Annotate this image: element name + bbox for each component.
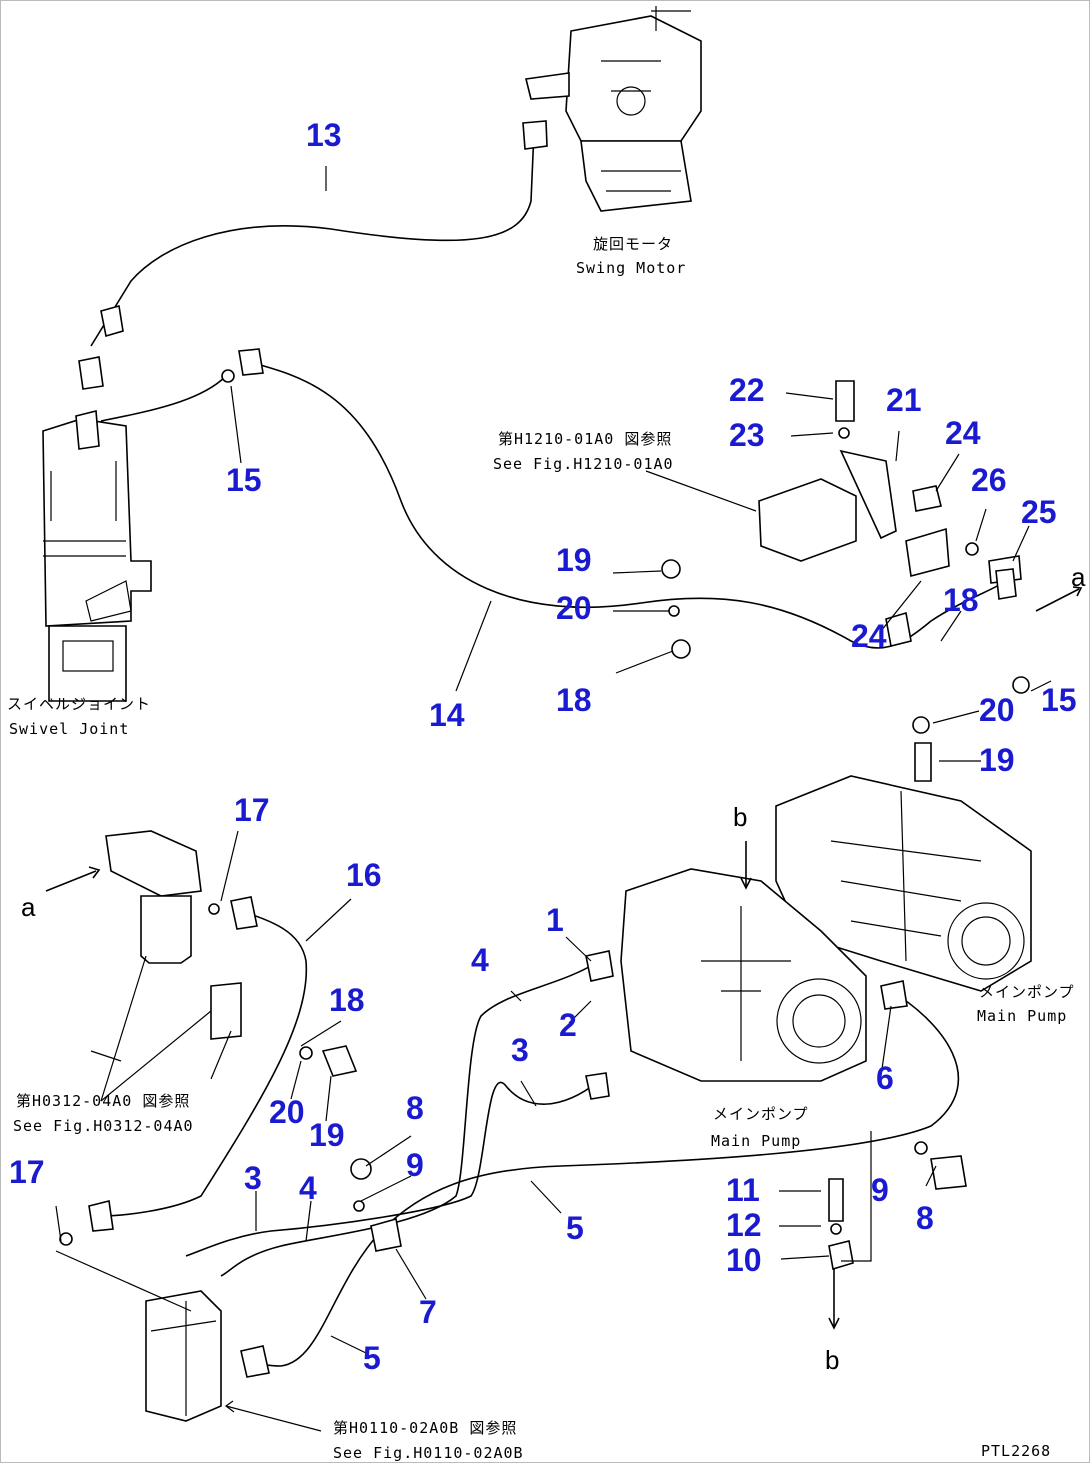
callout-4: 4	[471, 942, 489, 978]
main-pump-center-label-jp: メインポンプ	[713, 1105, 809, 1123]
main-pump-center-drawing	[620, 868, 867, 1082]
callout-12: 12	[726, 1207, 762, 1243]
letter-b-bottom: b	[825, 1345, 839, 1375]
callout-9: 9	[406, 1147, 424, 1183]
callout-5b: 5	[363, 1340, 381, 1376]
callout-22: 22	[729, 372, 765, 408]
hoses	[78, 120, 1017, 1378]
ref-h0312-jp: 第H0312-04A0 図参照	[16, 1092, 190, 1110]
swing-motor-drawing	[525, 6, 702, 212]
letter-a-left: a	[21, 892, 36, 922]
reference-labels: 第H1210-01A0 図参照 See Fig.H1210-01A0 第H031…	[13, 430, 674, 1462]
callout-13: 13	[306, 117, 342, 153]
callout-5: 5	[566, 1210, 584, 1246]
swivel-joint-label-jp: スイベルジョイント	[7, 695, 151, 713]
callout-26: 26	[971, 462, 1007, 498]
letter-a-right: a	[1071, 562, 1086, 592]
callout-19c: 19	[309, 1117, 345, 1153]
callout-10: 10	[726, 1242, 762, 1278]
callout-3: 3	[511, 1032, 529, 1068]
callout-18c: 18	[329, 982, 365, 1018]
swing-motor-label-en: Swing Motor	[576, 259, 686, 277]
callout-15b: 15	[1041, 682, 1077, 718]
callout-15: 15	[226, 462, 262, 498]
callout-6: 6	[876, 1060, 894, 1096]
callout-18b: 18	[943, 582, 979, 618]
swivel-joint-label-en: Swivel Joint	[9, 720, 129, 738]
main-pump-right-label-jp: メインポンプ	[979, 983, 1075, 1001]
callout-8b: 8	[916, 1200, 934, 1236]
callout-23: 23	[729, 417, 765, 453]
main-pump-right-label-en: Main Pump	[977, 1007, 1067, 1025]
callout-numbers: 13 15 14 19 20 18 22 23 21 24 26 25 18 2…	[9, 117, 1077, 1376]
callout-11: 11	[726, 1172, 760, 1208]
callout-25: 25	[1021, 494, 1057, 530]
callout-14: 14	[429, 697, 465, 733]
callout-9b: 9	[871, 1172, 889, 1208]
drawing-code: PTL2268	[981, 1442, 1051, 1460]
ref-h0110-en: See Fig.H0110-02A0B	[333, 1444, 524, 1462]
callout-18: 18	[556, 682, 592, 718]
callout-4b: 4	[299, 1170, 317, 1206]
valve-block-drawing	[145, 1290, 222, 1422]
callout-8: 8	[406, 1090, 424, 1126]
callout-20: 20	[556, 590, 592, 626]
letter-b-top: b	[733, 802, 747, 832]
arrow-letters: a a b b	[21, 562, 1086, 1375]
ref-h0312-en: See Fig.H0312-04A0	[13, 1117, 194, 1135]
callout-20c: 20	[269, 1094, 305, 1130]
callout-17b: 17	[9, 1154, 45, 1190]
callout-2: 2	[559, 1007, 577, 1043]
callout-7: 7	[419, 1294, 437, 1330]
callout-21: 21	[886, 382, 922, 418]
component-labels: 旋回モータ Swing Motor スイベルジョイント Swivel Joint…	[7, 235, 1075, 1150]
ref-h0110-jp: 第H0110-02A0B 図参照	[333, 1419, 517, 1437]
callout-19b: 19	[979, 742, 1015, 778]
callout-17: 17	[234, 792, 270, 828]
line-filter-drawing	[105, 830, 242, 1040]
callout-1: 1	[546, 902, 564, 938]
callout-3b: 3	[244, 1160, 262, 1196]
callout-20b: 20	[979, 692, 1015, 728]
small-parts	[59, 559, 1030, 1271]
callout-24: 24	[945, 415, 981, 451]
callout-19: 19	[556, 542, 592, 578]
ref-h1210-en: See Fig.H1210-01A0	[493, 455, 674, 473]
main-pump-center-label-en: Main Pump	[711, 1132, 801, 1150]
callout-16: 16	[346, 857, 382, 893]
mounting-block-drawing	[758, 380, 1022, 584]
reference-arrows	[45, 586, 1083, 1330]
callout-24b: 24	[851, 618, 887, 654]
leader-lines	[55, 166, 1052, 1432]
swivel-joint-drawing	[42, 409, 152, 702]
swing-motor-label-jp: 旋回モータ	[593, 235, 673, 253]
ref-h1210-jp: 第H1210-01A0 図参照	[498, 430, 672, 448]
